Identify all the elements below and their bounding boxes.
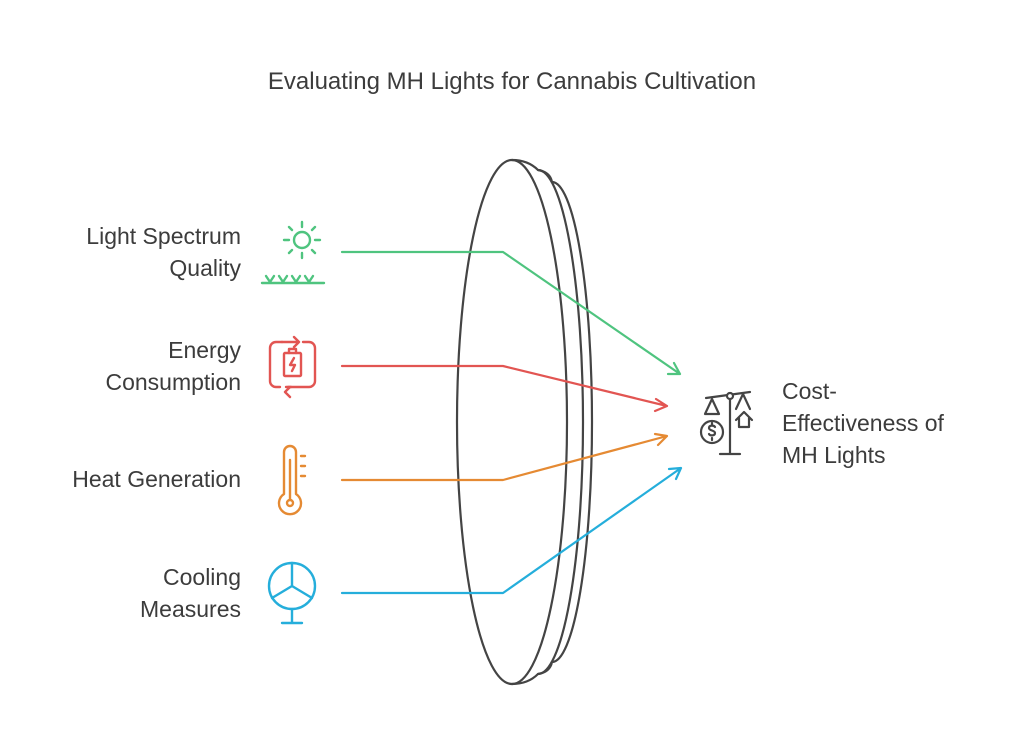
diagram-title: Evaluating MH Lights for Cannabis Cultiv… (267, 68, 757, 95)
sun-grass-icon (260, 220, 326, 285)
label-line: Effectiveness of (782, 410, 944, 436)
scale-icon (699, 390, 754, 456)
label-line: Light Spectrum (86, 223, 241, 249)
output-label: Cost- Effectiveness of MH Lights (782, 375, 944, 471)
label-line: Energy (168, 337, 241, 363)
label-line: Consumption (105, 369, 241, 395)
connector-green (340, 250, 682, 376)
label-line: Cost- (782, 378, 837, 404)
label-heat: Heat Generation (72, 466, 241, 492)
thermometer-icon (277, 444, 307, 516)
battery-cycle-icon (268, 335, 317, 399)
connector-orange (340, 432, 669, 482)
label-line: MH Lights (782, 442, 886, 468)
connector-red (340, 364, 669, 413)
label-line: Measures (140, 596, 241, 622)
connector-blue (340, 466, 683, 595)
label-line: Quality (169, 255, 241, 281)
lens (455, 158, 594, 686)
label-line: Cooling (163, 564, 241, 590)
fan-icon (267, 561, 317, 625)
